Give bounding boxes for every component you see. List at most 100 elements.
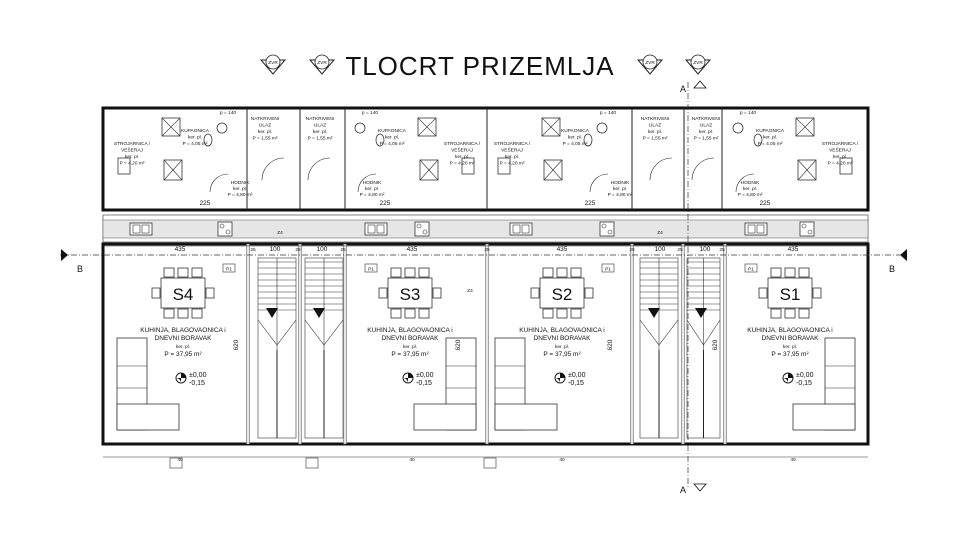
burner — [601, 223, 607, 229]
bathroom-label: P = 4,05 m² — [183, 141, 208, 147]
laundry-label: VEŠERAJ — [121, 147, 143, 154]
cooktop — [599, 221, 615, 237]
laundry-label: ker. pl. — [833, 154, 847, 160]
chair — [530, 287, 540, 299]
chair — [404, 267, 416, 278]
level-marker-fill — [783, 378, 788, 383]
plan-title: TLOCRT PRIZEMLJA — [345, 51, 614, 81]
stair-arrow — [266, 308, 278, 318]
entrance-label: P = 1,55 m² — [643, 136, 668, 142]
room-area: P = 37,95 m² — [391, 351, 429, 358]
chair — [432, 287, 442, 299]
dim-label: 100 — [700, 246, 711, 253]
dim-label: 25 — [484, 247, 490, 253]
floor-finish: ker. pl. — [555, 344, 569, 350]
hallway-label: P = 4,80 m² — [608, 192, 633, 198]
level-main: ±0,00 — [568, 372, 586, 379]
chair — [177, 308, 189, 319]
entrance-label: NATKRIVENI — [251, 116, 279, 122]
party-wall — [343, 243, 347, 445]
floor-finish: ker. pl. — [176, 344, 190, 350]
sink — [364, 222, 388, 236]
shower-diag — [795, 117, 815, 137]
stair-arrow — [313, 308, 325, 318]
bathroom-label: P = 4,05 m² — [563, 141, 588, 147]
chair — [556, 308, 568, 319]
level-marker-fill — [408, 373, 413, 378]
tag-z4: Z4 — [657, 230, 663, 236]
dim-label: 225 — [585, 200, 596, 207]
dim-label: p = 140 — [362, 110, 378, 116]
entrance-label: ker. pl. — [313, 129, 327, 135]
chair — [418, 267, 430, 278]
level-main: ±0,00 — [189, 372, 207, 379]
dining-table — [160, 277, 206, 309]
marker-label: ZVR — [268, 60, 278, 66]
chair — [770, 267, 782, 278]
dim-label: 620 — [712, 339, 719, 350]
entrance-label: ker. pl. — [648, 129, 662, 135]
laundry-label: STROJARNICA / — [444, 141, 481, 147]
chair — [798, 308, 810, 319]
laundry-label: VEŠERAJ — [451, 147, 473, 154]
staircase-4 — [686, 257, 721, 439]
section-b-left: B — [77, 264, 83, 274]
laundry-label: STROJARNICA / — [494, 141, 531, 147]
door-swing — [735, 173, 755, 193]
hallway-label: ker. pl. — [743, 186, 757, 192]
burner — [422, 229, 428, 235]
living-room-label: DNEVNI BORAVAK — [382, 335, 439, 342]
chair — [812, 287, 822, 299]
section-a-bottom: A — [680, 485, 686, 495]
stair-arrow — [695, 308, 707, 318]
plan-linework — [60, 82, 900, 488]
laundry-label: ker. pl. — [505, 154, 519, 160]
washer-icon — [732, 122, 744, 134]
living-room-label: KUHINJA, BLAGOVAONICA i — [367, 327, 452, 334]
entrance-label: ker. pl. — [699, 129, 713, 135]
bathroom-label: P = 4,05 m² — [758, 141, 783, 147]
dim-label: 100 — [317, 246, 328, 253]
living-room-label: DNEVNI BORAVAK — [534, 335, 591, 342]
bathroom-label: KUPAONICA — [181, 128, 210, 134]
chair — [542, 308, 554, 319]
chair — [784, 308, 796, 319]
entrance-label: ULAZ — [700, 123, 712, 129]
dim-label: 25 — [295, 247, 301, 253]
chair — [390, 267, 402, 278]
dim-label: 620 — [233, 339, 240, 350]
toilet-icon — [753, 133, 763, 147]
party-wall — [630, 243, 634, 445]
chair — [404, 308, 416, 319]
tag-p1: P1 — [368, 267, 374, 273]
cabinet-diag — [163, 159, 183, 181]
chair — [163, 267, 175, 278]
unit-id-s1: S1 — [780, 285, 801, 304]
floor-finish: ker. pl. — [403, 344, 417, 350]
dim-label: 40 — [790, 457, 796, 463]
marker-label: ZVR — [693, 60, 703, 66]
level-sub: -0,15 — [189, 380, 205, 387]
party-wall — [246, 243, 250, 445]
laundry-label: STROJARNICA / — [822, 141, 859, 147]
laundry-label: P = 4,20 m² — [450, 161, 475, 167]
burner — [607, 229, 613, 235]
upper-block-walls — [101, 106, 870, 212]
marker-circle — [642, 54, 658, 70]
sink-bowl — [132, 224, 141, 234]
dim-label: p = 140 — [740, 110, 756, 116]
tag-box — [364, 263, 378, 273]
living-room-label: DNEVNI BORAVAK — [762, 335, 819, 342]
chair — [556, 267, 568, 278]
sink-bowl — [376, 224, 385, 234]
dim-label: p = 140 — [220, 110, 236, 116]
toilet-icon — [203, 133, 213, 147]
room-area: P = 37,95 m² — [543, 351, 581, 358]
sofa-chaise — [413, 403, 477, 431]
cooktop — [414, 221, 430, 237]
level-marker-fill — [181, 373, 186, 378]
level-sub: -0,15 — [568, 380, 584, 387]
laundry-label: P = 4,20 m² — [120, 161, 145, 167]
party-wall — [485, 243, 489, 445]
chair — [570, 267, 582, 278]
